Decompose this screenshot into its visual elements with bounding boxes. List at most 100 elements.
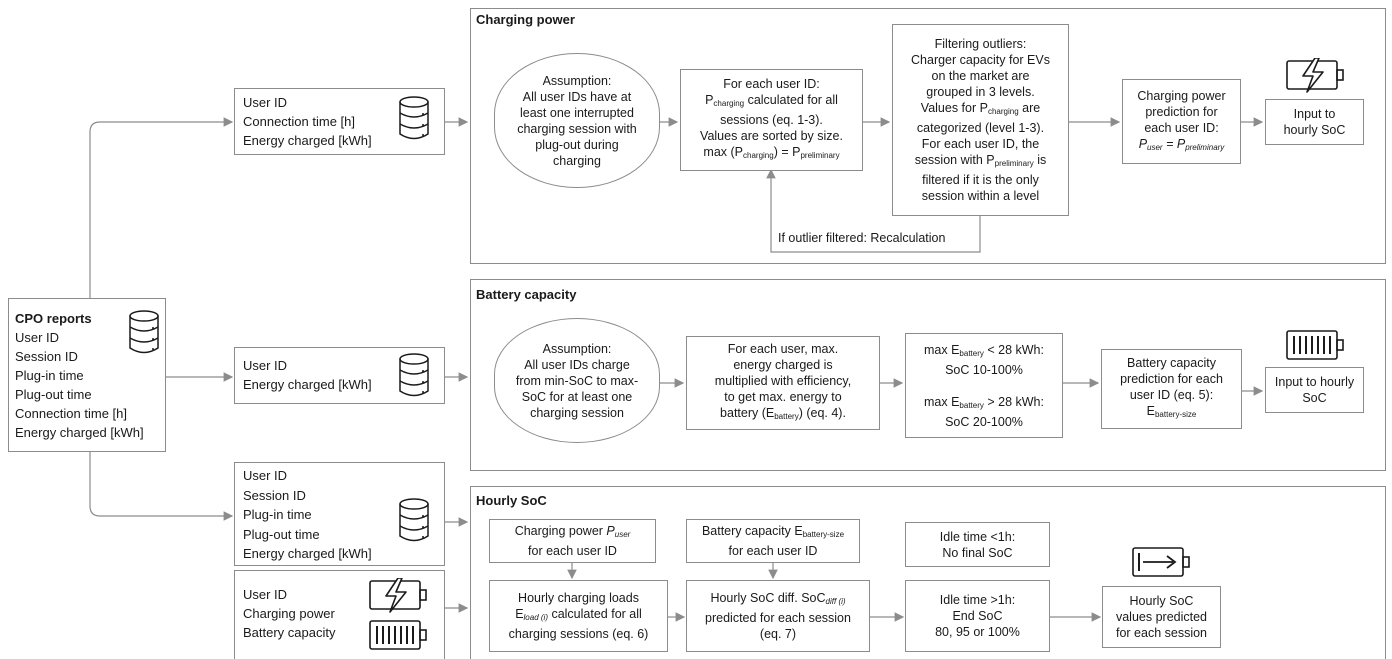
- text-line: Assumption:: [542, 341, 612, 356]
- charging-power-step2: Filtering outliers: Charger capacity for…: [892, 24, 1069, 216]
- input-field: Plug-in time: [243, 507, 312, 522]
- text-line: charging sessions (eq. 6): [508, 627, 649, 641]
- input-field: Charging power: [243, 606, 335, 621]
- text-line: prediction for: [1145, 104, 1218, 119]
- text-sub: battery-size: [802, 530, 845, 539]
- text-line: to get max. energy to: [724, 390, 842, 404]
- battery-capacity-step2: max Ebattery < 28 kWh: SoC 10-100% max E…: [905, 333, 1063, 438]
- text-sub: charging: [987, 107, 1019, 116]
- text-part: Values for P: [920, 101, 988, 115]
- text-sub: preliminary: [1185, 142, 1225, 152]
- hourly-soc-diff: Hourly SoC diff. SoCdiff (i) predicted f…: [686, 580, 870, 652]
- text-line: each user ID:: [1144, 120, 1219, 135]
- text-line: Values are sorted by size.: [700, 129, 843, 143]
- battery-capacity-step1: For each user, max. energy charged is mu…: [686, 336, 880, 430]
- charging-power-step3: Charging power prediction for each user …: [1122, 79, 1241, 164]
- text-part: P: [705, 93, 714, 107]
- text-line: on the market are: [931, 69, 1030, 83]
- text-line: No final SoC: [942, 545, 1013, 560]
- text-sub: battery-size: [1154, 410, 1197, 419]
- text-line: for each user ID: [528, 544, 617, 558]
- input-field: Energy charged [kWh]: [243, 377, 372, 392]
- text-part: Battery capacity E: [701, 524, 803, 538]
- hourly-soc-top3: Idle time <1h: No final SoC: [905, 522, 1050, 567]
- text-part: max E: [923, 342, 960, 357]
- input-field: Battery capacity: [243, 625, 336, 640]
- text-line: Charger capacity for EVs: [911, 53, 1050, 67]
- full-battery-icon: [1286, 330, 1344, 360]
- text-sub: battery: [774, 412, 799, 421]
- battery-arrow-icon: [1132, 547, 1190, 577]
- text-line: multiplied with efficiency,: [714, 374, 852, 388]
- text-sub: diff (i): [825, 597, 846, 606]
- hourly-soc-loads: Hourly charging loads Eload (i) calculat…: [489, 580, 668, 652]
- text-line: prediction for each: [1120, 372, 1223, 386]
- hourly-soc-panel: [470, 486, 1386, 659]
- text-line: SoC for at least one: [521, 389, 633, 404]
- input-box-soc: User ID Session ID Plug-in time Plug-out…: [234, 462, 445, 566]
- text-line: All user IDs have at: [522, 89, 632, 104]
- text-sub: preliminary: [994, 159, 1034, 168]
- database-icon: [399, 96, 429, 140]
- text-part: P: [606, 524, 615, 538]
- text-line: SoC: [1302, 391, 1327, 405]
- text-part: > 28 kWh:: [983, 394, 1044, 409]
- text-part: P: [1138, 136, 1148, 151]
- hourly-soc-title: Hourly SoC: [476, 493, 547, 508]
- text-line: for each session: [1115, 626, 1208, 640]
- text-part: are: [1018, 101, 1041, 115]
- text-line: Input to hourly: [1274, 375, 1355, 389]
- text-part: is: [1033, 153, 1047, 167]
- text-line: plug-out during: [535, 137, 619, 152]
- text-part: ) (eq. 4).: [798, 406, 846, 420]
- text-sub: charging: [713, 99, 745, 108]
- text-part: = P: [1162, 136, 1186, 151]
- hourly-soc-top2: Battery capacity Ebattery-size for each …: [686, 519, 860, 563]
- charging-battery-icon: [369, 578, 427, 613]
- text-line: Hourly SoC: [1129, 594, 1194, 608]
- text-line: For each user, max.: [727, 342, 839, 356]
- input-field: User ID: [243, 95, 288, 110]
- cpo-field: Plug-in time: [15, 368, 84, 383]
- input-field: Plug-out time: [243, 526, 320, 542]
- text-line: Assumption:: [542, 73, 612, 88]
- text-line: session within a level: [921, 189, 1040, 203]
- text-line: values predicted: [1115, 610, 1208, 624]
- text-line: End SoC: [952, 609, 1003, 623]
- text-line: For each user ID, the: [921, 137, 1040, 151]
- text-line: for each user ID: [728, 544, 818, 558]
- charging-power-title: Charging power: [476, 12, 575, 27]
- full-battery-icon: [369, 620, 427, 650]
- text-line: Filtering outliers:: [934, 37, 1027, 51]
- database-icon: [399, 353, 429, 397]
- input-field: Energy charged [kWh]: [243, 133, 372, 148]
- input-field: Energy charged [kWh]: [243, 546, 372, 561]
- text-line: charging session with: [517, 121, 637, 136]
- input-field: Session ID: [243, 487, 306, 503]
- text-sub: battery: [959, 400, 984, 410]
- text-part: calculated for all: [547, 607, 642, 621]
- cpo-field: Energy charged [kWh]: [15, 425, 144, 440]
- text-sub: user: [1147, 142, 1163, 152]
- text-part: Charging power: [514, 524, 607, 538]
- text-line: hourly SoC: [1283, 123, 1346, 137]
- text-line: energy charged is: [733, 358, 833, 372]
- text-line: from min-SoC to max-: [515, 373, 639, 388]
- text-sub: load (i): [523, 613, 548, 622]
- input-box-derived: User ID Charging power Battery capacity: [234, 570, 445, 659]
- input-field: User ID: [243, 587, 288, 602]
- text-line: filtered if it is the only: [922, 173, 1039, 187]
- text-line: charging: [553, 153, 601, 168]
- input-field: User ID: [243, 358, 288, 373]
- text-line: predicted for each session: [705, 611, 851, 625]
- hourly-soc-top1: Charging power Puser for each user ID: [489, 519, 656, 563]
- text-part: calculated for all: [744, 93, 838, 107]
- charging-power-step1: For each user ID: Pcharging calculated f…: [680, 69, 863, 171]
- text-part: max E: [923, 394, 960, 409]
- feedback-label: If outlier filtered: Recalculation: [776, 231, 948, 245]
- text-line: SoC 10-100%: [945, 362, 1023, 377]
- text-line: user ID (eq. 5):: [1129, 388, 1214, 402]
- cpo-field: Connection time [h]: [15, 406, 128, 421]
- charging-power-output: Input to hourly SoC: [1265, 99, 1364, 145]
